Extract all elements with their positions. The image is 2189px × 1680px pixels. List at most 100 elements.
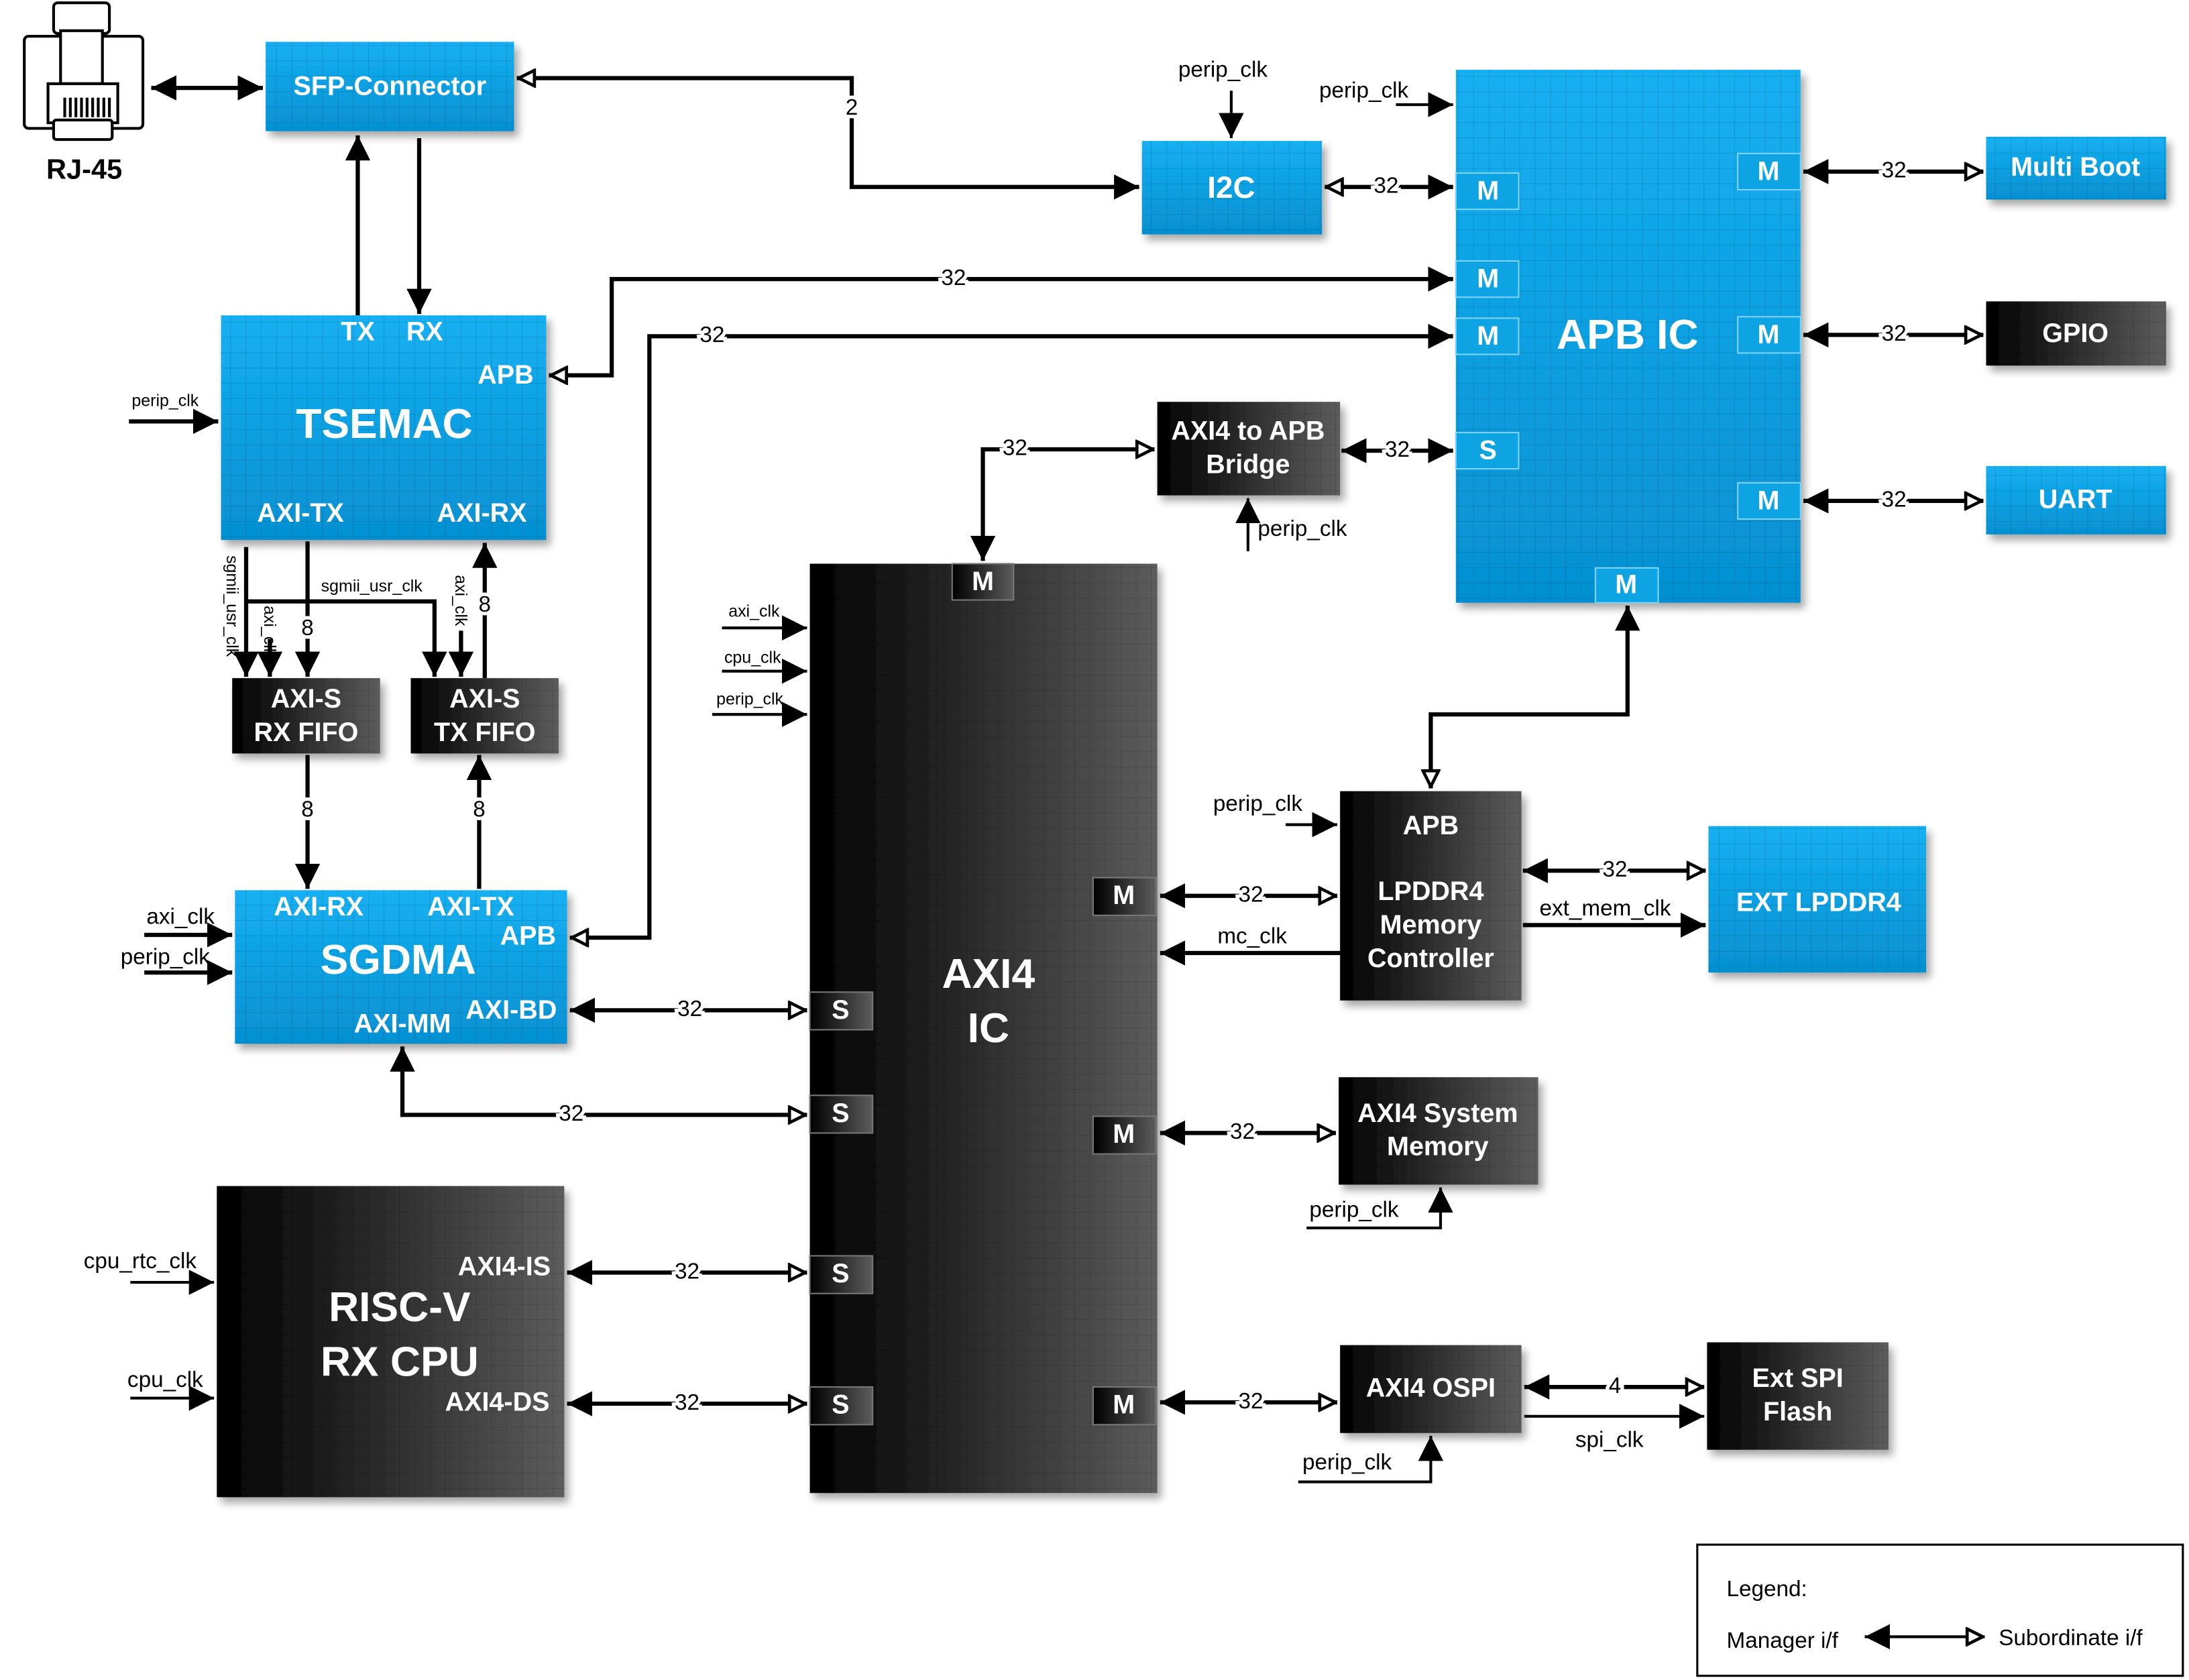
bus-width: 8 [479, 592, 492, 617]
svg-text:M: M [1477, 176, 1499, 206]
clock-label: perip_clk [1309, 1197, 1398, 1222]
sgdma-axibd-port: AXI-BD [465, 995, 557, 1025]
apb-ic-manager-port: M [1594, 567, 1659, 604]
gpio-block[interactable] [1986, 301, 2166, 366]
clock-label: cpu_clk [127, 1367, 203, 1392]
tx-fifo-label-2: TX FIFO [434, 718, 535, 747]
sysmem-label-2: Memory [1387, 1132, 1489, 1162]
axi4-ic-label-2: IC [968, 1005, 1009, 1052]
apb-ic-manager-port: M [1455, 317, 1520, 355]
riscv-label-1: RISC-V [329, 1284, 471, 1331]
apb-ic-manager-port: M [1455, 172, 1520, 211]
axi4-ic-manager-port: M [1092, 877, 1157, 916]
svg-text:M: M [1477, 264, 1499, 294]
bus-width: 8 [301, 797, 314, 822]
bus-width: 4 [1609, 1374, 1622, 1398]
clock-label: spi_clk [1575, 1428, 1644, 1453]
multiboot-label: Multi Boot [2011, 152, 2140, 182]
clock-label: perip_clk [121, 945, 210, 970]
apb-lpddr-link [1430, 605, 1627, 789]
bus-width: 32 [1882, 158, 1907, 183]
axi4-ic-manager-port: M [1092, 1115, 1157, 1155]
bus-width: 32 [677, 997, 702, 1021]
clock-label: cpu_rtc_clk [84, 1249, 197, 1274]
apb-ic-manager-port: M [1737, 482, 1801, 520]
tsemac-rx-port: RX [406, 317, 444, 347]
lpddr4-ctrl-label-3: Controller [1367, 944, 1494, 973]
tx-fifo-label-1: AXI-S [449, 684, 520, 714]
svg-text:M: M [1113, 1390, 1135, 1420]
gpio-label: GPIO [2042, 319, 2109, 348]
bus-width: 8 [473, 797, 486, 822]
clock-label: perip_clk [716, 690, 783, 709]
apb-ic-manager-port: M [1737, 316, 1801, 354]
tx-fifo-block[interactable] [410, 678, 559, 754]
rx-fifo-block[interactable] [232, 678, 380, 754]
axi4-ic-label-1: AXI4 [942, 951, 1035, 997]
ospi-label: AXI4 OSPI [1366, 1374, 1496, 1403]
bus-width: 32 [1230, 1119, 1255, 1144]
i2c-block[interactable] [1141, 141, 1323, 235]
tsemac-axirx-port: AXI-RX [437, 498, 528, 528]
ospi-clk-line [1298, 1435, 1444, 1483]
multiboot-block[interactable] [1986, 136, 2166, 200]
sgdma-block[interactable] [235, 890, 567, 1044]
clock-label: sgmii_usr_clk [321, 577, 423, 596]
svg-text:M: M [1757, 156, 1779, 186]
lpddr4-apb-port: APB [1403, 811, 1459, 840]
riscv-axi4ds-port: AXI4-DS [445, 1387, 550, 1416]
clock-label: mc_clk [1217, 923, 1287, 948]
axi4-bridge-link [983, 449, 1155, 561]
clock-label: axi_clk [260, 606, 279, 657]
apb-ic-manager-port: M [1737, 152, 1801, 190]
sysmem-clk-line [1306, 1187, 1453, 1229]
ext-spi-flash-block[interactable] [1707, 1342, 1889, 1450]
svg-text:M: M [1757, 320, 1779, 349]
svg-text:S: S [832, 1390, 849, 1420]
axi4-ic-subordinate-port: S [809, 1386, 874, 1426]
uart-block[interactable] [1986, 465, 2166, 535]
svg-text:M: M [1477, 321, 1499, 351]
axi4-ospi-block[interactable] [1340, 1345, 1522, 1433]
legend: Legend: Manager i/f Subordinate i/f [1696, 1543, 2184, 1677]
axi4-system-memory-block[interactable] [1339, 1077, 1538, 1185]
rj45-label: RJ-45 [46, 153, 122, 184]
sysmem-label-1: AXI4 System [1357, 1099, 1518, 1128]
bridge-label-1: AXI4 to APB [1171, 416, 1325, 445]
riscv-label-2: RX CPU [321, 1339, 479, 1385]
apb-ic-subordinate-port: S [1455, 431, 1520, 470]
legend-subordinate: Subordinate i/f [1999, 1626, 2143, 1650]
bridge-label-2: Bridge [1206, 449, 1290, 479]
svg-text:S: S [832, 1099, 849, 1128]
clock-label: perip_clk [1319, 78, 1408, 103]
riscv-cpu-block[interactable] [217, 1186, 565, 1498]
bus-width: 32 [941, 266, 966, 290]
svg-text:M: M [1113, 1119, 1135, 1149]
sfp-connector-block[interactable] [266, 42, 514, 131]
bus-width: 32 [675, 1390, 699, 1415]
svg-text:M: M [1615, 569, 1637, 599]
bus-width: 2 [846, 95, 858, 120]
bus-width: 32 [1882, 321, 1907, 346]
tsemac-tx-port: TX [341, 317, 375, 347]
rx-fifo-label-2: RX FIFO [254, 718, 359, 747]
clock-label: perip_clk [1257, 516, 1347, 541]
svg-text:S: S [1479, 436, 1497, 465]
sgdma-apb-port: APB [500, 921, 556, 951]
sfp-connector-label: SFP-Connector [294, 72, 487, 101]
bus-width: 32 [1385, 437, 1410, 462]
bus-width: 32 [1373, 174, 1398, 199]
clock-label: axi_clk [728, 602, 780, 621]
bus-width: 32 [1239, 883, 1264, 907]
ext-lpddr4-label: EXT LPDDR4 [1736, 888, 1901, 917]
legend-title: Legend: [1726, 1577, 1807, 1602]
spiflash-label-2: Flash [1763, 1397, 1832, 1426]
uart-label: UART [2039, 484, 2113, 514]
tsemac-label: TSEMAC [296, 401, 473, 447]
tsemac-block[interactable] [221, 315, 547, 541]
ext-lpddr4-block[interactable] [1708, 826, 1927, 973]
svg-text:M: M [972, 567, 994, 596]
apb-ic-manager-port: M [1455, 260, 1520, 298]
bus-width: 32 [1603, 857, 1628, 882]
